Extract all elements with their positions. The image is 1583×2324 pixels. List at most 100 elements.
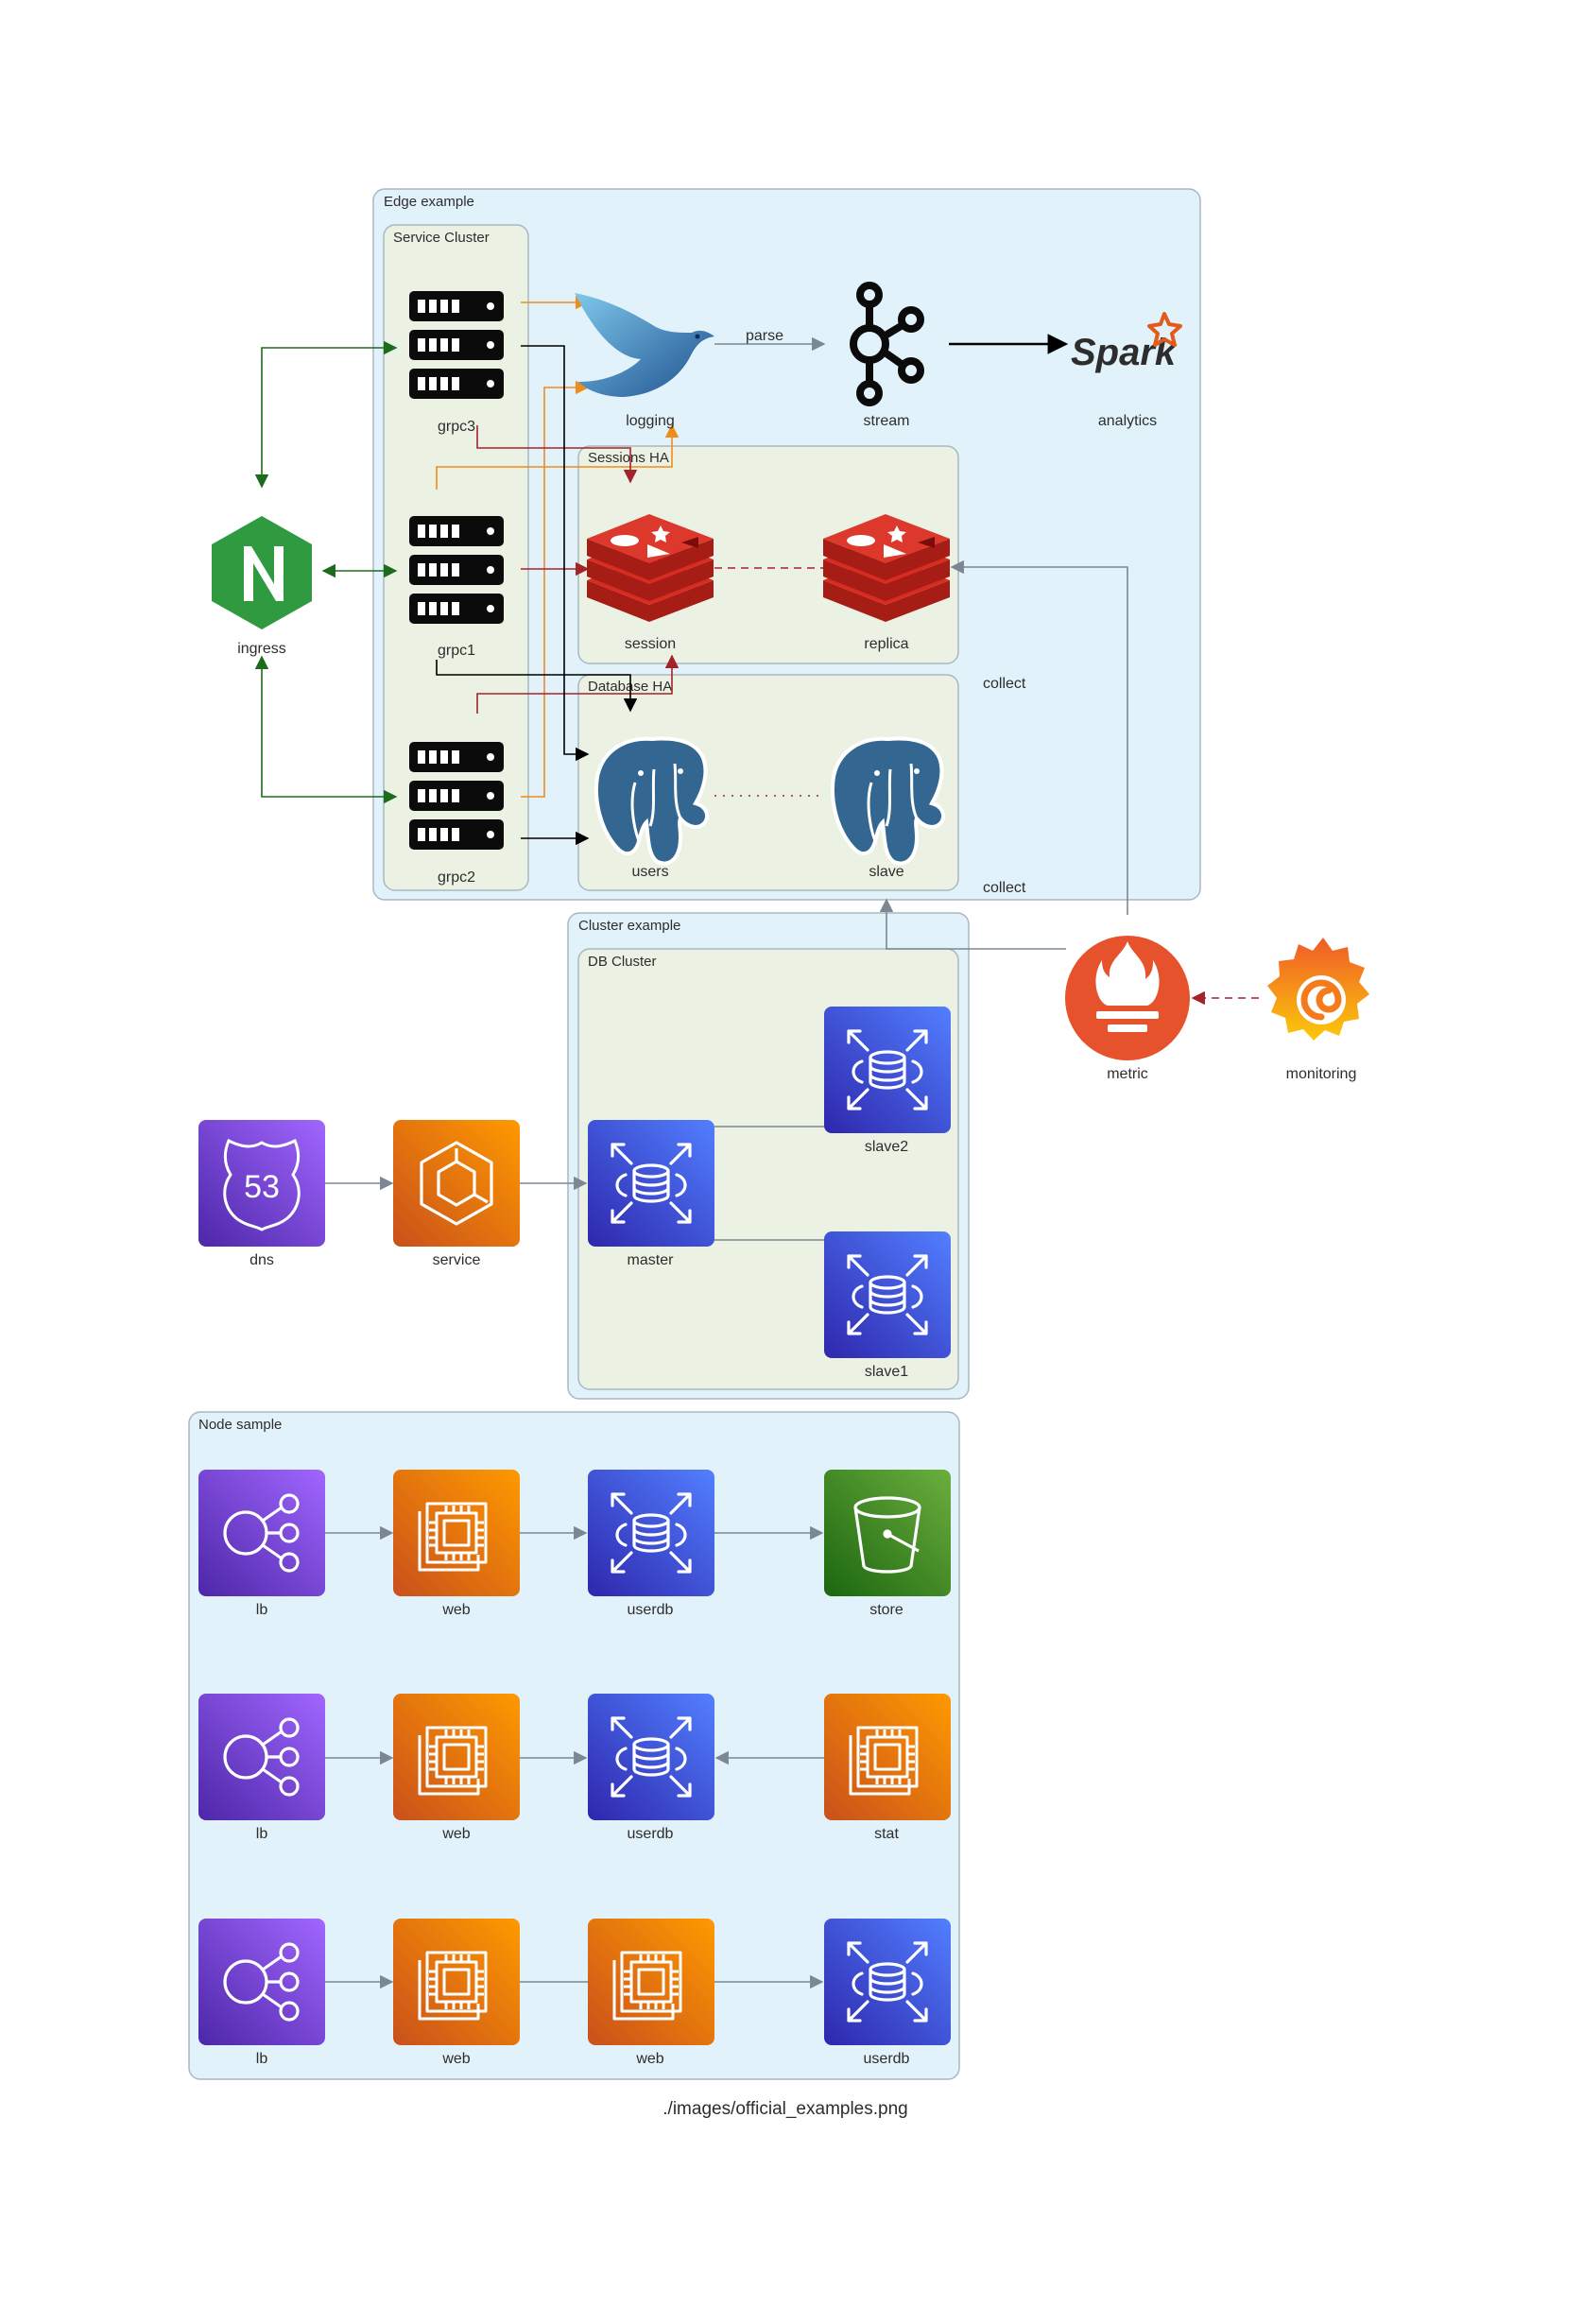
node-grpc2-label: grpc2	[438, 869, 475, 886]
rds-icon	[824, 1007, 951, 1133]
node-metric[interactable]: metric	[1065, 936, 1190, 1082]
elb-icon	[198, 1919, 325, 2045]
elb-icon	[198, 1694, 325, 1820]
node-store-label: store	[869, 1602, 903, 1618]
edge-ingress-grpc2	[254, 655, 398, 804]
rds-icon	[588, 1120, 714, 1247]
edge-label-parse: parse	[746, 328, 783, 344]
server-rack-icon	[409, 516, 504, 624]
ecs-icon	[393, 1120, 520, 1247]
node-monitoring[interactable]: monitoring	[1267, 938, 1369, 1082]
prometheus-icon	[1065, 936, 1190, 1060]
edge-metric-slave	[879, 898, 1066, 950]
node-master-label: master	[628, 1252, 675, 1268]
node-web-3a-label: web	[441, 2051, 470, 2067]
node-users[interactable]: users	[594, 736, 710, 880]
node-replica-label: replica	[864, 636, 908, 652]
node-service-label: service	[433, 1252, 481, 1268]
node-analytics[interactable]: Spark analytics	[1071, 312, 1182, 429]
edge-grpc1-logging	[436, 423, 680, 490]
node-stat-label: stat	[874, 1826, 899, 1842]
node-slave-label: slave	[869, 864, 903, 880]
node-grpc3-label: grpc3	[438, 419, 475, 435]
node-userdb-2[interactable]: userdb	[588, 1694, 714, 1842]
ec2-icon	[393, 1470, 520, 1596]
node-slave1[interactable]: slave1	[824, 1231, 951, 1380]
node-lb-3-label: lb	[256, 2051, 268, 2067]
node-users-label: users	[631, 864, 668, 880]
node-lb-2[interactable]: lb	[198, 1694, 325, 1842]
node-userdb-1[interactable]: userdb	[588, 1470, 714, 1618]
node-grpc2[interactable]: grpc2	[409, 742, 504, 886]
edge-grpc2-logging	[521, 380, 590, 798]
route53-icon: 53	[198, 1120, 325, 1247]
node-web-2[interactable]: web	[393, 1694, 520, 1842]
cluster-edge-example-label: Edge example	[384, 194, 474, 210]
edge-grpc3-session	[476, 425, 638, 484]
node-slave2[interactable]: slave2	[824, 1007, 951, 1155]
node-web-3b-label: web	[635, 2051, 663, 2067]
node-userdb-3[interactable]: userdb	[824, 1919, 951, 2067]
node-stream[interactable]: stream	[853, 285, 921, 429]
node-logging[interactable]: logging	[575, 293, 714, 429]
rds-icon	[588, 1470, 714, 1596]
node-userdb-1-label: userdb	[628, 1602, 674, 1618]
edge-grpc3-users	[521, 345, 590, 762]
node-web-1-label: web	[441, 1602, 470, 1618]
node-grpc1[interactable]: grpc1	[409, 516, 504, 659]
node-metric-label: metric	[1107, 1066, 1148, 1082]
nginx-icon	[212, 516, 312, 629]
node-lb-3[interactable]: lb	[198, 1919, 325, 2067]
edge-label-collect-slave: collect	[983, 880, 1026, 896]
node-replica[interactable]: replica	[823, 514, 950, 652]
node-ingress[interactable]: ingress	[212, 516, 312, 657]
node-stat[interactable]: stat	[824, 1694, 951, 1842]
cluster-node-sample: Node sample	[188, 1411, 960, 2080]
node-userdb-3-label: userdb	[864, 2051, 910, 2067]
rds-icon	[824, 1231, 951, 1358]
rds-icon	[588, 1694, 714, 1820]
edge-grpc2-session	[476, 654, 680, 714]
cluster-example-label: Cluster example	[578, 918, 680, 934]
node-web-3a[interactable]: web	[393, 1919, 520, 2067]
cluster-service-label: Service Cluster	[393, 230, 490, 246]
server-rack-icon	[409, 291, 504, 399]
ec2-icon	[588, 1919, 714, 2045]
node-stream-label: stream	[864, 413, 910, 429]
edge-ingress-grpc3	[254, 340, 398, 489]
node-web-3b[interactable]: web	[588, 1919, 714, 2067]
ec2-icon	[824, 1694, 951, 1820]
node-ingress-label: ingress	[237, 641, 286, 657]
node-web-2-label: web	[441, 1826, 470, 1842]
cluster-node-sample-label: Node sample	[198, 1417, 282, 1433]
node-slave1-label: slave1	[865, 1364, 908, 1380]
cluster-db-label: DB Cluster	[588, 954, 657, 970]
grafana-icon	[1267, 938, 1369, 1041]
node-service[interactable]: service	[393, 1120, 520, 1268]
rds-icon	[824, 1919, 951, 2045]
node-lb-1-label: lb	[256, 1602, 268, 1618]
node-slave[interactable]: slave	[830, 736, 946, 880]
node-dns[interactable]: 53 dns	[198, 1120, 325, 1268]
node-dns-label: dns	[249, 1252, 274, 1268]
node-master[interactable]: master	[588, 1120, 714, 1268]
node-web-1[interactable]: web	[393, 1470, 520, 1618]
ec2-icon	[393, 1694, 520, 1820]
edge-grpc1-users	[436, 660, 638, 713]
edge-metric-replica	[950, 559, 1128, 915]
s3-bucket-icon	[824, 1470, 951, 1596]
node-grpc3[interactable]: grpc3	[409, 291, 504, 435]
node-slave2-label: slave2	[865, 1139, 908, 1155]
node-session[interactable]: session	[587, 514, 714, 652]
node-analytics-label: analytics	[1098, 413, 1157, 429]
route53-badge-text: 53	[244, 1169, 280, 1205]
node-monitoring-label: monitoring	[1286, 1066, 1357, 1082]
server-rack-icon	[409, 742, 504, 850]
ec2-icon	[393, 1919, 520, 2045]
elb-icon	[198, 1470, 325, 1596]
node-lb-1[interactable]: lb	[198, 1470, 325, 1618]
node-store[interactable]: store	[824, 1470, 951, 1618]
fluentd-bird-icon	[575, 293, 714, 397]
node-session-label: session	[625, 636, 676, 652]
